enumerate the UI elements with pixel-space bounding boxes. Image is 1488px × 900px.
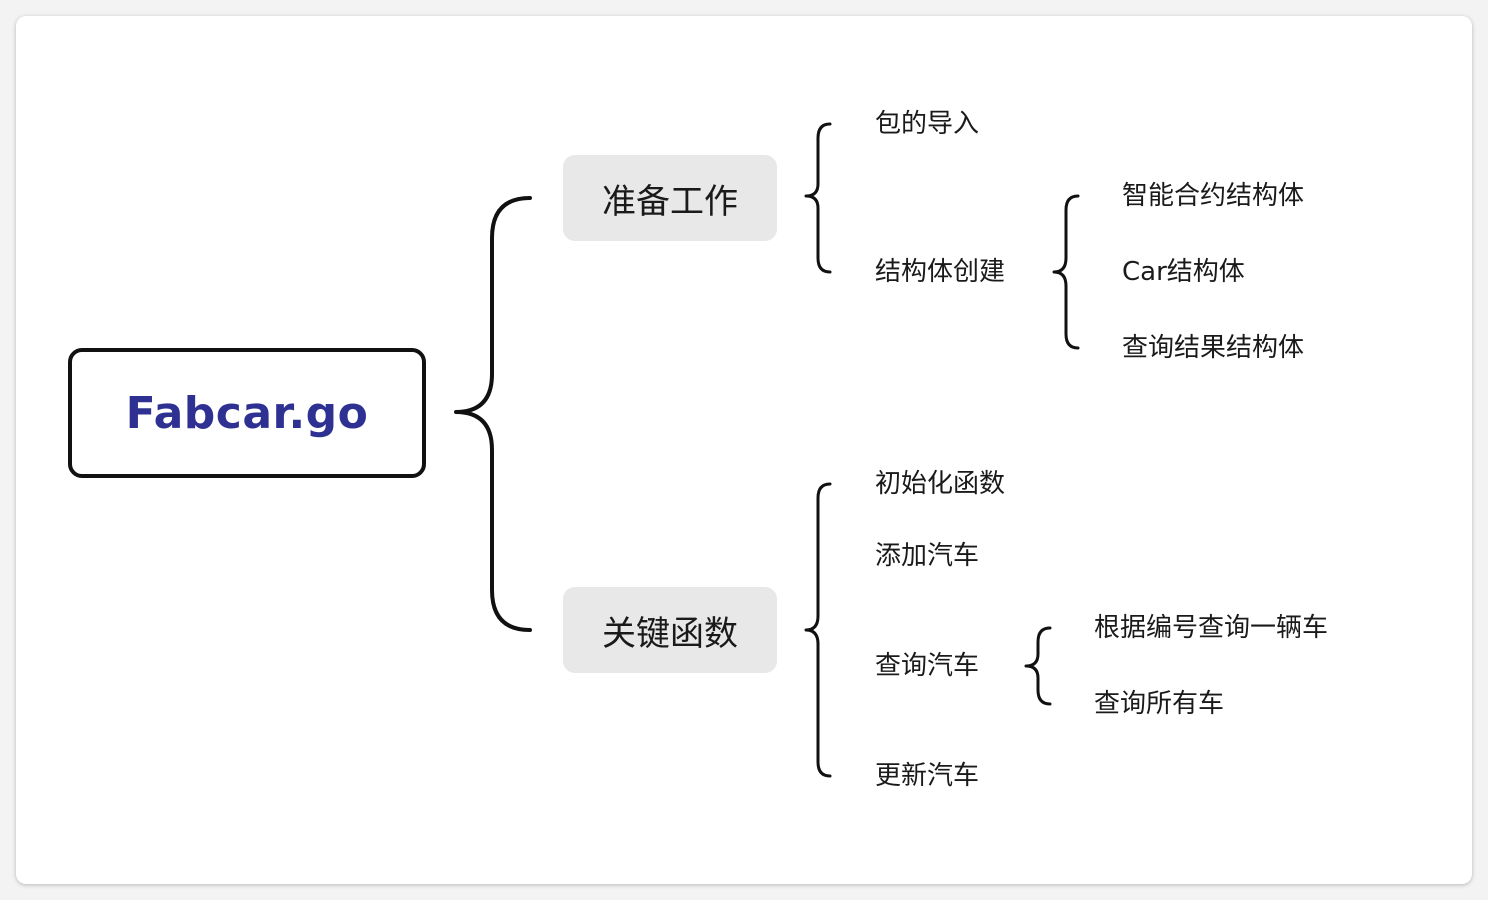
- branch-label-prep: 准备工作: [602, 181, 738, 222]
- leaf-contract-struct: 智能合约结构体: [1122, 181, 1305, 211]
- leaf-init-function: 初始化函数: [875, 469, 1006, 499]
- leaf-query-all-cars: 查询所有车: [1094, 689, 1225, 719]
- leaf-update-car: 更新汽车: [875, 761, 980, 791]
- branch-node-funcs: 关键函数: [563, 587, 777, 673]
- leaf-query-by-id: 根据编号查询一辆车: [1094, 613, 1329, 643]
- leaf-struct-create: 结构体创建: [875, 257, 1006, 287]
- root-node: Fabcar.go: [68, 348, 426, 478]
- leaf-query-car: 查询汽车: [875, 651, 980, 681]
- leaf-car-struct: Car结构体: [1122, 257, 1245, 287]
- root-label: Fabcar.go: [125, 387, 369, 439]
- leaf-query-result-struct: 查询结果结构体: [1122, 333, 1305, 363]
- leaf-package-import: 包的导入: [875, 109, 980, 139]
- branch-node-prep: 准备工作: [563, 155, 777, 241]
- branch-label-funcs: 关键函数: [602, 613, 738, 654]
- leaf-add-car: 添加汽车: [875, 541, 980, 571]
